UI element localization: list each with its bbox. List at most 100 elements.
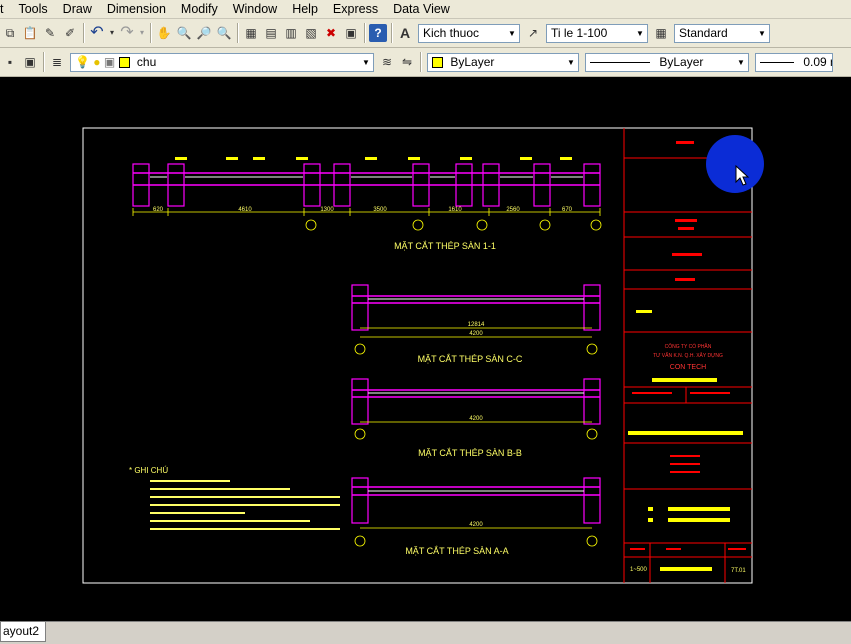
dim-style-icon[interactable]: ↗ [527, 26, 539, 40]
linetype-select[interactable]: ByLayer ▼ [585, 52, 749, 72]
linetype-preview [590, 62, 650, 64]
table-style-select[interactable]: Standard ▼ [674, 23, 770, 43]
redo-dropdown-icon[interactable]: ▾ [139, 28, 144, 37]
text-style-select[interactable]: Kich thuoc ▼ [418, 23, 520, 43]
section-a-a: 4200 MẶT CẮT THÉP SÀN A-A [351, 477, 601, 556]
menu-draw[interactable]: Draw [62, 2, 92, 16]
layer-states-icon[interactable]: ≣ [51, 55, 63, 69]
match-properties-icon[interactable]: ✎ [44, 26, 56, 40]
chevron-down-icon[interactable]: ▼ [758, 28, 766, 38]
menu-tools[interactable]: Tools [18, 2, 48, 16]
layout-tab-bar: ayout2 [0, 621, 851, 644]
undo-icon[interactable]: ↶ [90, 24, 104, 41]
table-style-value: Standard [679, 26, 728, 40]
title-block [623, 128, 752, 583]
calculator-icon[interactable]: ▣ [345, 26, 357, 40]
dim-label: 12814 [468, 322, 485, 328]
tool-palettes-icon[interactable]: ▥ [285, 26, 297, 40]
make-current-layer-icon[interactable]: ≋ [381, 55, 393, 69]
text-style-icon[interactable]: A [399, 25, 411, 41]
dim-label: 4200 [469, 522, 483, 528]
layer-select[interactable]: 💡 ● ▣ chu ▼ [70, 52, 374, 72]
block-editor-icon[interactable]: ✐ [64, 26, 76, 40]
properties-icon[interactable]: ▦ [245, 26, 257, 40]
standard-toolbar: ⧉ 📋 ✎ ✐ ↶ ▾ ↷ ▾ ✋ 🔍 🔎 🔍 ▦ ▤ ▥ ▧ ✖ ▣ ? A … [0, 19, 851, 48]
pan-icon[interactable]: ✋ [156, 26, 172, 40]
linetype-label: ByLayer [659, 55, 704, 69]
paste-icon[interactable]: 📋 [22, 26, 38, 40]
color-select[interactable]: ByLayer ▼ [427, 52, 579, 72]
sheet-number: 7T.01 [731, 568, 746, 574]
drawing-sheet: 620 4610 1300 3500 1610 2560 670 MẶT CẮ [82, 127, 753, 584]
layer-previous-icon[interactable]: ⇋ [401, 55, 413, 69]
linetype-value: ByLayer [590, 55, 734, 69]
markup-icon[interactable]: ✖ [325, 26, 337, 40]
lineweight-label: 0.09 m [803, 55, 832, 69]
zoom-previous-icon[interactable]: 🔍 [216, 26, 232, 40]
dim-style-select[interactable]: Ti le 1-100 ▼ [546, 23, 648, 43]
chevron-down-icon[interactable]: ▼ [508, 28, 516, 38]
separator [150, 23, 151, 43]
separator [83, 23, 84, 43]
dim-label: 4200 [469, 416, 483, 422]
separator [237, 23, 238, 43]
help-icon[interactable]: ? [369, 24, 387, 42]
menu-modify[interactable]: Modify [180, 2, 218, 16]
text-style-value: Kich thuoc [423, 26, 480, 40]
dim-label: 3500 [373, 207, 387, 213]
dim-label: 620 [153, 207, 164, 213]
cursor-highlight [706, 135, 764, 193]
layer-manager-icon[interactable]: ▣ [24, 55, 36, 69]
menu-dimension[interactable]: Dimension [106, 2, 166, 16]
sheet-border [82, 127, 753, 584]
grip-handle-icon[interactable]: ▪ [7, 55, 13, 69]
zoom-realtime-icon[interactable]: 🔍 [176, 26, 192, 40]
layers-properties-toolbar: ▪ ▣ ≣ 💡 ● ▣ chu ▼ ≋ ⇋ ByLayer ▼ ByLayer … [0, 48, 851, 77]
menu-help[interactable]: Help [292, 2, 318, 16]
layer-on-icon: 💡 [75, 55, 90, 69]
section-title-a-a: MẶT CẮT THÉP SÀN A-A [405, 546, 508, 556]
lineweight-value: 0.09 m [760, 55, 832, 69]
dim-style-value: Ti le 1-100 [551, 26, 608, 40]
color-swatch [432, 57, 443, 69]
drawing-canvas[interactable]: 620 4610 1300 3500 1610 2560 670 MẶT CẮ [0, 77, 851, 621]
scale-label: 1~500 [630, 567, 648, 573]
menu-express[interactable]: Express [332, 2, 379, 16]
section-title-c-c: MẶT CẮT THÉP SÀN C-C [418, 354, 523, 364]
section-title-1-1: MẶT CẮT THÉP SÀN 1-1 [394, 241, 496, 251]
general-notes: * GHI CHÚ [129, 466, 340, 530]
dim-label: 670 [562, 207, 573, 213]
table-style-icon[interactable]: ▦ [655, 26, 667, 40]
undo-dropdown-icon[interactable]: ▾ [109, 28, 114, 37]
copy-icon[interactable]: ⧉ [5, 26, 15, 40]
zoom-window-icon[interactable]: 🔎 [196, 26, 212, 40]
section-1-1: 620 4610 1300 3500 1610 2560 670 MẶT CẮ [132, 157, 602, 251]
redo-icon[interactable]: ↷ [120, 24, 134, 41]
dim-label: 1300 [320, 207, 334, 213]
dim-label: 1610 [448, 207, 462, 213]
menu-data-view[interactable]: Data View [393, 2, 450, 16]
menu-window[interactable]: Window [232, 2, 278, 16]
separator [420, 52, 421, 72]
layer-thaw-icon: ● [93, 55, 101, 69]
lineweight-preview [760, 62, 794, 64]
company-name: CON TECH [670, 364, 706, 371]
color-value: ByLayer [432, 55, 564, 69]
section-b-b: 4200 MẶT CẮT THÉP SÀN B-B [351, 378, 601, 458]
chevron-down-icon[interactable]: ▼ [737, 57, 745, 67]
chevron-down-icon[interactable]: ▼ [567, 57, 575, 67]
layer-value: 💡 ● ▣ chu [75, 55, 359, 69]
chevron-down-icon[interactable]: ▼ [636, 28, 644, 38]
chevron-down-icon[interactable]: ▼ [362, 57, 370, 67]
layer-color-swatch [118, 57, 130, 69]
dim-label: 2560 [506, 207, 520, 213]
menu-tools-partial[interactable]: t [0, 2, 4, 16]
tab-layout2[interactable]: ayout2 [0, 622, 47, 642]
lineweight-select[interactable]: 0.09 m [755, 52, 833, 72]
mouse-pointer-icon [735, 165, 750, 186]
layer-name: chu [136, 55, 157, 69]
color-label: ByLayer [450, 55, 495, 69]
design-center-icon[interactable]: ▤ [265, 26, 277, 40]
separator [391, 23, 392, 43]
sheet-set-icon[interactable]: ▧ [305, 26, 317, 40]
